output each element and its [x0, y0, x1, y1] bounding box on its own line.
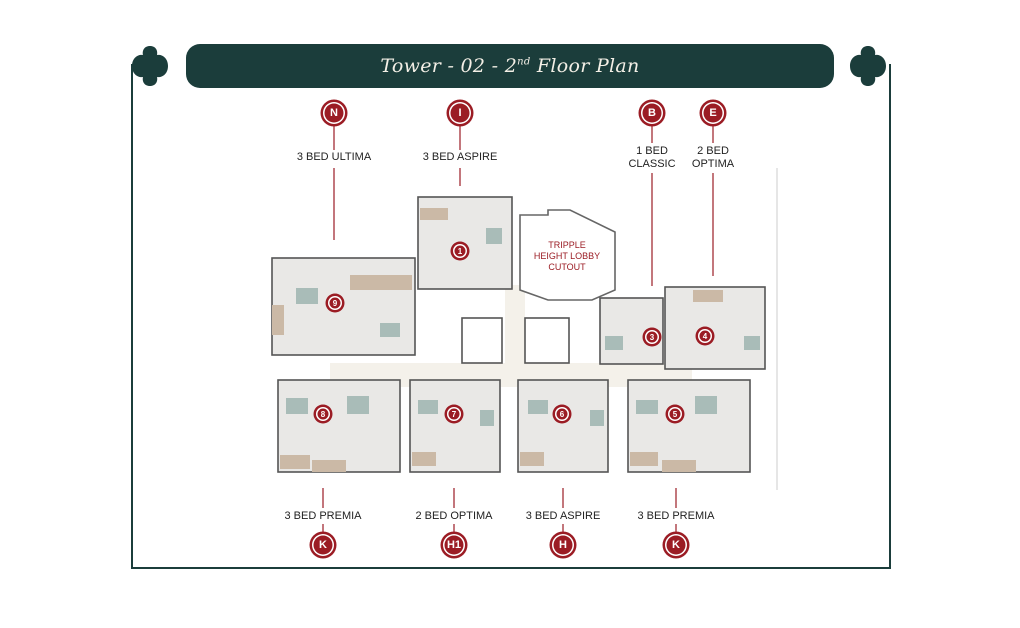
unit-type-badge-e: E [702, 102, 724, 124]
title-banner: Tower - 02 - 2nd Floor Plan [186, 44, 834, 88]
ornament-left-icon [132, 46, 168, 86]
unit-type-label: 3 BED ASPIRE [422, 151, 498, 163]
unit-type-label: 3 BED PREMIA [284, 510, 362, 522]
unit-type-badge-h: H [552, 534, 574, 556]
unit-type-badge-b: B [641, 102, 663, 124]
unit-number-6: 6 [555, 407, 569, 421]
unit-number-7: 7 [447, 407, 461, 421]
unit-type-label: 3 BED ULTIMA [296, 151, 372, 163]
unit-type-badge-n: N [323, 102, 345, 124]
stair-left [461, 317, 503, 364]
unit-type-badge-k: K [312, 534, 334, 556]
unit-type-label: 2 BED OPTIMA [415, 510, 493, 522]
stair-right [524, 317, 570, 364]
unit-number-4: 4 [698, 329, 712, 343]
unit-number-5: 5 [668, 407, 682, 421]
unit-type-badge-h1: H1 [443, 534, 465, 556]
unit-9 [271, 257, 416, 356]
plan-frame [131, 64, 891, 569]
unit-number-3: 3 [645, 330, 659, 344]
unit-3 [599, 297, 664, 365]
page-title: Tower - 02 - 2nd Floor Plan [380, 55, 640, 77]
unit-type-badge-i: I [449, 102, 471, 124]
arrows [322, 124, 714, 534]
ornament-right-icon [850, 46, 886, 86]
lobby-cutout [519, 209, 616, 301]
unit-number-1: 1 [453, 244, 467, 258]
unit-type-label: 3 BED PREMIA [637, 510, 715, 522]
unit-number-8: 8 [316, 407, 330, 421]
unit-type-badge-k: K [665, 534, 687, 556]
unit-number-9: 9 [328, 296, 342, 310]
unit-type-label: 3 BED ASPIRE [525, 510, 601, 522]
